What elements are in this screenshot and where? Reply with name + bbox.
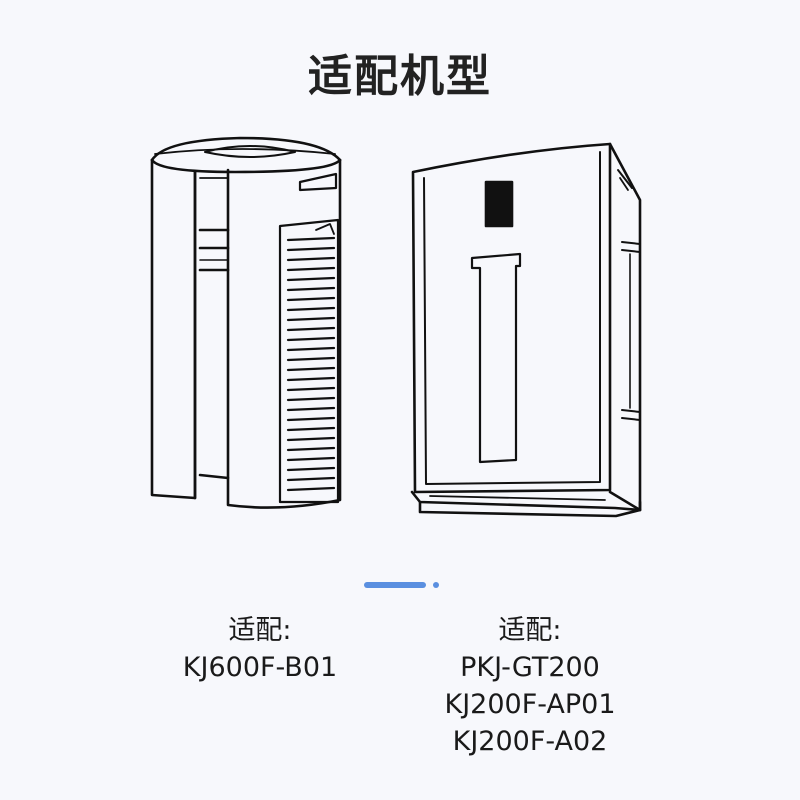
- compatibility-block-left: 适配: KJ600F-B01: [140, 612, 380, 686]
- pager-active-dash[interactable]: [364, 582, 426, 588]
- product-illustration: [150, 136, 642, 518]
- model-name: KJ200F-AP01: [444, 689, 616, 720]
- pager-dot[interactable]: [433, 582, 439, 588]
- page-title: 适配机型: [308, 51, 492, 102]
- louvre-lines: [286, 236, 336, 492]
- box-purifier-drawing: [410, 142, 642, 518]
- page-indicator: [364, 578, 444, 592]
- compat-label: 适配:: [498, 615, 562, 646]
- model-name: KJ600F-B01: [182, 652, 338, 683]
- model-name: KJ200F-A02: [452, 726, 608, 757]
- model-name: PKJ-GT200: [460, 652, 600, 683]
- tower-purifier-drawing: [150, 136, 342, 509]
- compatibility-block-right: 适配: PKJ-GT200 KJ200F-AP01 KJ200F-A02: [410, 612, 650, 760]
- compat-label: 适配:: [228, 615, 292, 646]
